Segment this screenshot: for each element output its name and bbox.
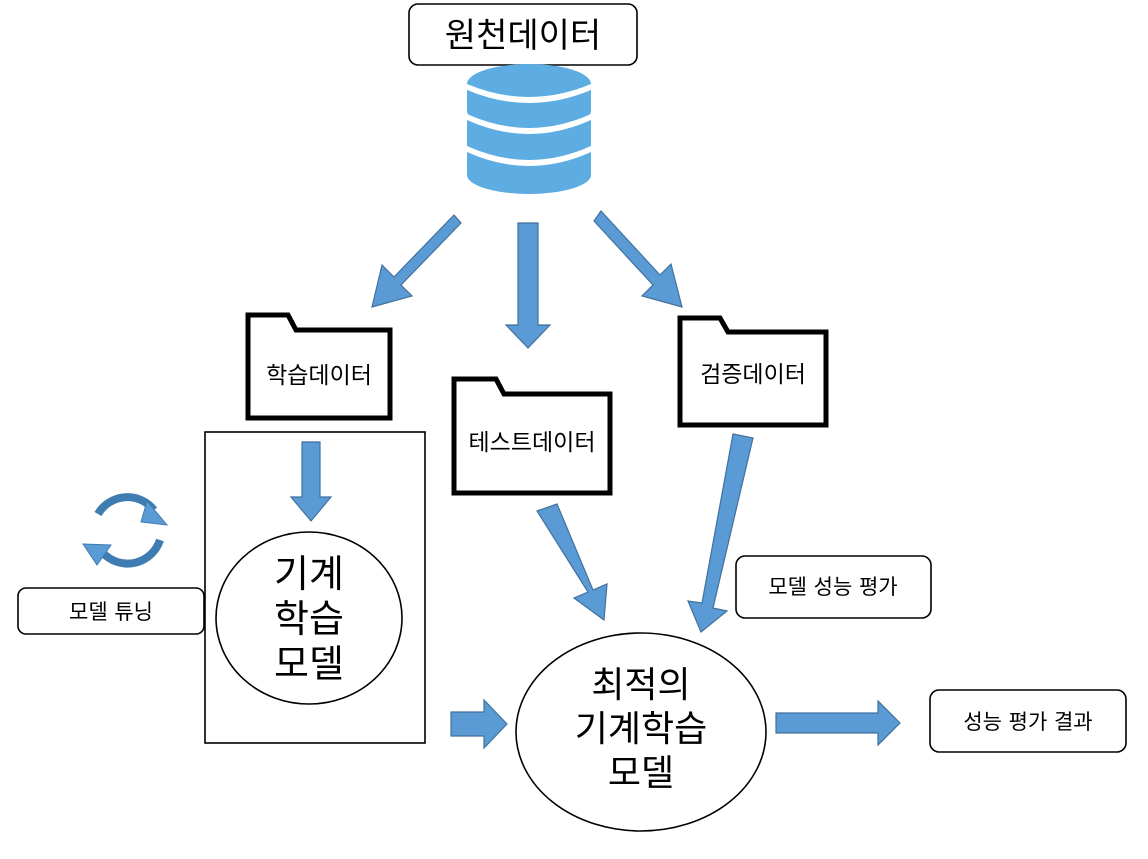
model-tuning-box: 모델 튜닝 — [17, 587, 205, 635]
arrow-source-to-train — [371, 214, 462, 308]
model-evaluation-label: 모델 성능 평가 — [768, 575, 897, 599]
test-data-label: 테스트데이터 — [469, 430, 596, 456]
arrow-training-to-optimal — [450, 698, 508, 750]
source-data-box: 원천데이터 — [408, 3, 638, 66]
evaluation-result-label: 성능 평가 결과 — [963, 710, 1092, 734]
optimal-model: 최적의 기계학습 모델 — [515, 632, 767, 832]
arrow-source-to-validation — [593, 210, 683, 308]
training-model-panel: 기계 학습 모델 — [204, 431, 426, 744]
arrow-test-to-optimal — [536, 503, 608, 622]
arrow-source-to-test — [504, 222, 552, 349]
database-icon — [467, 64, 591, 194]
model-evaluation-box: 모델 성능 평가 — [735, 555, 932, 619]
training-model-line1: 기계 — [274, 552, 344, 596]
test-data-folder-icon: 테스트데이터 — [451, 376, 613, 496]
training-model-line3: 모델 — [274, 642, 344, 686]
training-model-line2: 학습 — [274, 597, 344, 641]
evaluation-result-box: 성능 평가 결과 — [929, 689, 1127, 753]
optimal-model-line3: 모델 — [608, 753, 674, 794]
arrow-validation-to-optimal — [687, 433, 754, 633]
arrow-optimal-to-result — [775, 699, 901, 747]
refresh-cycle-icon — [82, 493, 169, 568]
training-model-ellipse — [215, 531, 403, 705]
validation-data-label: 검증데이터 — [700, 362, 806, 388]
arrow-train-to-model — [289, 441, 333, 522]
validation-data-folder-icon: 검증데이터 — [677, 315, 829, 428]
train-data-folder-icon: 학습데이터 — [245, 312, 393, 421]
optimal-model-line1: 최적의 — [591, 665, 690, 706]
source-data-label: 원천데이터 — [445, 16, 601, 56]
train-data-label: 학습데이터 — [266, 363, 372, 389]
optimal-model-ellipse — [515, 632, 767, 832]
optimal-model-line2: 기계학습 — [575, 709, 707, 750]
model-tuning-label: 모델 튜닝 — [69, 600, 153, 624]
